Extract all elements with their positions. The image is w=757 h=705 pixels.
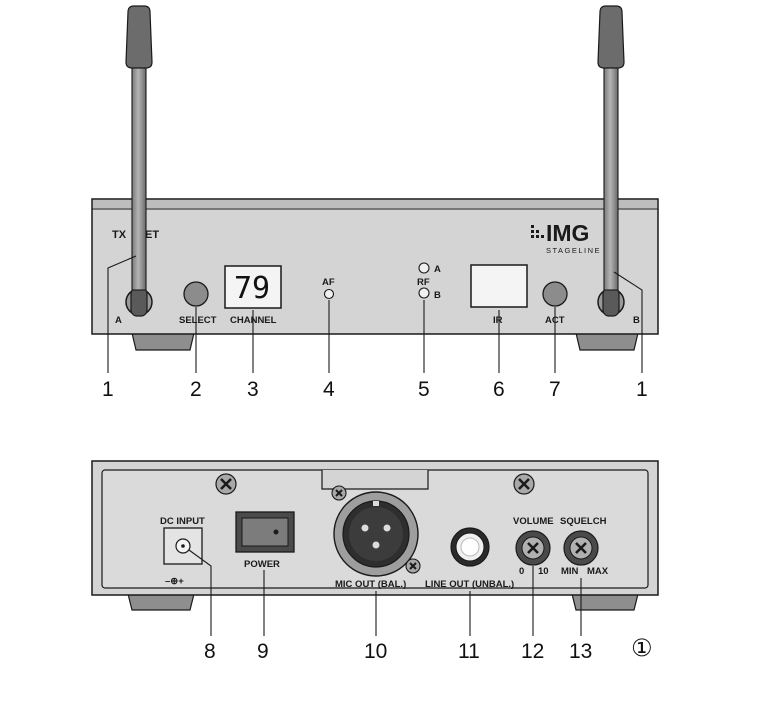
dc-input-label: DC INPUT	[160, 516, 205, 527]
antenna-b-connector	[597, 287, 625, 317]
brand-subtitle: STAGELINE	[546, 246, 601, 255]
squelch-min-label: MIN	[561, 566, 579, 577]
af-label: AF	[322, 277, 335, 288]
figure-number: ①	[631, 634, 653, 662]
volume-knob[interactable]	[515, 530, 551, 566]
squelch-max-label: MAX	[587, 566, 609, 577]
select-label: SELECT	[179, 315, 217, 326]
channel-display-value: 79	[234, 271, 270, 306]
callout-12: 12	[521, 640, 544, 663]
line-out-jack[interactable]	[450, 527, 490, 567]
front-foot-right	[575, 332, 639, 351]
rf-a-label: A	[434, 264, 441, 275]
rf-label: RF	[417, 277, 430, 288]
screw-right	[513, 473, 535, 495]
callout-1-left: 1	[102, 378, 114, 401]
front-view: TX ..SET IMG STAGELINE A B SELECT	[91, 5, 659, 401]
rf-a-led	[418, 262, 430, 274]
rf-b-label: B	[434, 290, 441, 301]
ir-window	[470, 264, 528, 308]
volume-min-label: 0	[519, 566, 524, 577]
antenna-a	[125, 5, 153, 291]
xlr-screw-top	[331, 485, 347, 501]
brand-name: IMG	[546, 220, 589, 246]
callout-8: 8	[204, 640, 216, 663]
front-housing	[91, 198, 659, 335]
channel-display	[224, 265, 282, 309]
callout-11: 11	[458, 640, 480, 663]
mic-out-label: MIC OUT (BAL.)	[335, 579, 406, 590]
af-led	[323, 288, 335, 300]
callout-10: 10	[364, 640, 387, 663]
rear-view: DC INPUT –⊕+ POWER MIC OUT (BAL.)	[91, 460, 659, 663]
callout-3: 3	[247, 378, 259, 401]
front-foot-left	[131, 332, 195, 351]
rear-foot-left	[127, 593, 195, 611]
callout-2: 2	[190, 378, 202, 401]
antenna-a-label: A	[115, 315, 122, 326]
dc-polarity-label: –⊕+	[165, 576, 184, 587]
callout-9: 9	[257, 640, 269, 663]
screw-left	[215, 473, 237, 495]
callout-1-right: 1	[636, 378, 648, 401]
front-callout-lines	[107, 255, 643, 373]
brand-logo: IMG STAGELINE	[531, 220, 601, 255]
volume-label: VOLUME	[513, 516, 554, 527]
power-label: POWER	[244, 559, 280, 570]
squelch-knob[interactable]	[563, 530, 599, 566]
antenna-b	[597, 5, 625, 291]
ir-label: IR	[493, 315, 503, 326]
act-button[interactable]	[542, 281, 568, 307]
mic-out-xlr-jack[interactable]	[333, 491, 419, 577]
callout-13: 13	[569, 640, 592, 663]
select-button[interactable]	[183, 281, 209, 307]
squelch-label: SQUELCH	[560, 516, 607, 527]
rear-callout-lines	[188, 549, 582, 636]
volume-max-label: 10	[538, 566, 549, 577]
callout-6: 6	[493, 378, 505, 401]
rear-foot-right	[571, 593, 639, 611]
callout-4: 4	[323, 378, 335, 401]
antenna-a-connector	[125, 287, 153, 317]
rf-b-led	[418, 287, 430, 299]
callout-5: 5	[418, 378, 430, 401]
callout-7: 7	[549, 378, 561, 401]
line-out-label: LINE OUT (UNBAL.)	[425, 579, 514, 590]
xlr-screw-bottom	[405, 558, 421, 574]
antenna-b-label: B	[633, 315, 640, 326]
